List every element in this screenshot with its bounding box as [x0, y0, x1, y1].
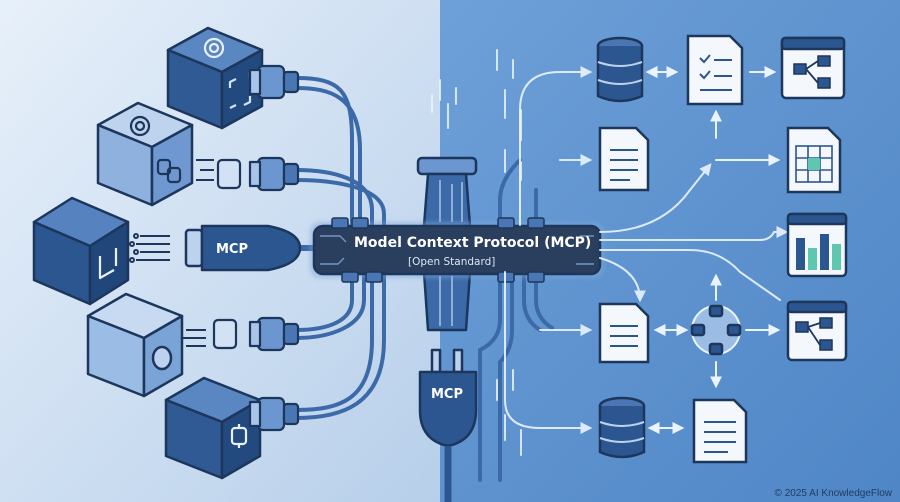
chart-icon [786, 212, 848, 278]
hub-title: Model Context Protocol (MCP) [354, 235, 591, 251]
mcp-hub: Model Context Protocol (MCP) [Open Stand… [310, 217, 604, 283]
workflow-window-icon [780, 36, 846, 100]
plug-upper-2 [216, 156, 300, 192]
checklist-document-icon [686, 34, 744, 106]
chain-icon [156, 158, 182, 184]
plug-lower-1 [212, 316, 300, 352]
circle-icon [151, 345, 173, 371]
spreadsheet-icon [786, 126, 842, 194]
left-pins [129, 159, 214, 347]
openai-logo-icon [203, 37, 225, 59]
document-icon [598, 126, 650, 192]
plug-mcp-left: MCP [184, 224, 302, 272]
plug-bottom-label: MCP [431, 387, 463, 402]
ai-client-cube-3 [32, 196, 130, 306]
database-icon-lower [598, 396, 646, 459]
openai-logo-icon [129, 115, 151, 137]
gear-chip-icon [230, 424, 248, 448]
light-rays [504, 66, 789, 434]
hub-bottom-stem [422, 270, 472, 332]
ai-client-cube-1 [166, 26, 264, 130]
document-icon-lower [598, 302, 650, 364]
plug-lower-2 [248, 396, 300, 432]
hub-top-stem [416, 156, 478, 228]
ai-client-cube-4 [86, 292, 184, 398]
ai-client-cube-2 [96, 101, 194, 207]
plug-mcp-bottom: MCP [418, 348, 478, 502]
document-icon-bottom [692, 398, 748, 464]
copyright-text: © 2025 AI KnowledgeFlow [774, 488, 892, 499]
workflow-window-icon-lower [786, 300, 848, 362]
plug-upper-1 [248, 64, 300, 100]
plug-left-label: MCP [216, 242, 248, 257]
network-node-icon [690, 304, 742, 356]
resource-arrows [645, 66, 781, 434]
right-cables [478, 158, 554, 482]
left-cables [294, 76, 386, 420]
frame-icon [98, 248, 118, 280]
database-icon [596, 36, 644, 103]
hub-subtitle: [Open Standard] [408, 256, 495, 268]
